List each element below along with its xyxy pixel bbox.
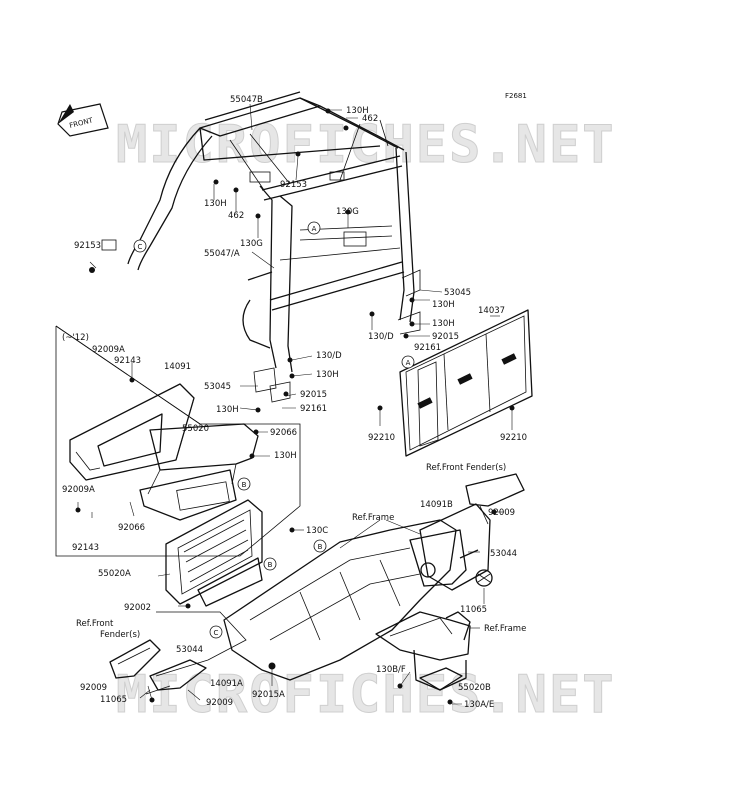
svg-text:B: B	[318, 543, 323, 551]
part-label: 92161	[414, 343, 441, 353]
part-label: 92143	[114, 356, 141, 366]
front-cover-14091	[69, 383, 195, 481]
front-arrow-icon	[57, 103, 109, 137]
part-label: 92153	[280, 180, 307, 190]
part-label: 53045	[204, 382, 231, 392]
part-labels: 55047B 130H 462 92153 130H 462 130G 130G…	[62, 95, 527, 710]
part-label: 92009	[206, 698, 233, 708]
bumper-55020A	[165, 499, 263, 607]
part-label: 130B/F	[376, 665, 406, 675]
callout-c-1: C	[133, 239, 147, 253]
part-label: 92066	[270, 428, 297, 438]
part-label: Ref.Front	[76, 619, 114, 629]
figure-id: F2681	[505, 92, 527, 100]
part-label: 53044	[176, 645, 203, 655]
part-label: 130H	[274, 451, 297, 461]
part-label: 92002	[124, 603, 151, 613]
part-label: 92210	[500, 433, 527, 443]
part-label: 130H	[432, 300, 455, 310]
part-label: 11065	[460, 605, 487, 615]
part-label: 92015A	[252, 690, 285, 700]
part-label: 14091	[164, 362, 191, 372]
frame	[223, 519, 467, 681]
part-label: 14037	[478, 306, 505, 316]
part-label: 55020B	[458, 683, 491, 693]
part-label: 53044	[490, 549, 517, 559]
callout-b-2: B	[313, 539, 327, 553]
part-label: 92015	[432, 332, 459, 342]
part-label: 92009	[80, 683, 107, 693]
part-label: 11065	[100, 695, 127, 705]
part-label: 92009A	[62, 485, 95, 495]
strip-53044-right	[459, 549, 479, 559]
part-label: 92009A	[92, 345, 125, 355]
side-cover-14091B	[419, 473, 525, 591]
part-label: 92009	[488, 508, 515, 518]
part-label: 130/D	[368, 332, 394, 342]
part-label: 462	[362, 114, 378, 124]
bracket-55020B	[375, 611, 471, 691]
grommet-11065	[475, 569, 493, 587]
svg-text:A: A	[312, 225, 317, 233]
part-label: 130H	[316, 370, 339, 380]
callout-b-1: B	[237, 477, 251, 491]
part-label: 130G	[240, 239, 263, 249]
bumper-55020	[139, 423, 259, 521]
part-label: 130G	[336, 207, 359, 217]
svg-text:B: B	[242, 481, 247, 489]
part-label: 55047B	[230, 95, 263, 105]
part-label: 130H	[432, 319, 455, 329]
callout-c-2: C	[209, 625, 223, 639]
part-label: 130H	[346, 106, 369, 116]
part-label: 92015	[300, 390, 327, 400]
part-label: 55020	[182, 424, 209, 434]
detail-box	[55, 325, 301, 557]
svg-text:C: C	[214, 629, 219, 637]
part-label: Ref.Frame	[352, 513, 394, 523]
callout-a-2: A	[401, 355, 415, 369]
part-label: Fender(s)	[100, 630, 140, 640]
part-label: Ref.Front Fender(s)	[426, 463, 506, 473]
svg-text:B: B	[268, 561, 273, 569]
callout-a-1: A	[307, 221, 321, 235]
svg-text:A: A	[406, 359, 411, 367]
part-label: 92161	[300, 404, 327, 414]
part-label: 130/D	[316, 351, 342, 361]
svg-text:C: C	[138, 243, 143, 251]
part-label: 92066	[118, 523, 145, 533]
part-label: 92153	[74, 241, 101, 251]
part-label: Ref.Frame	[484, 624, 526, 634]
part-label: 130H	[204, 199, 227, 209]
part-label: 462	[228, 211, 244, 221]
part-label: 55047/A	[204, 249, 240, 259]
part-label: 55020A	[98, 569, 131, 579]
leader-lines	[77, 103, 513, 705]
part-label: 92143	[72, 543, 99, 553]
hardware-dots	[75, 108, 515, 705]
roll-cage	[101, 91, 421, 403]
watermark-bottom: MICROFICHES.NET	[116, 665, 616, 725]
callout-b-3: B	[263, 557, 277, 571]
part-label: 14091A	[210, 679, 243, 689]
part-label: 130A/E	[464, 700, 494, 710]
part-label: 130H	[216, 405, 239, 415]
part-label: 14091B	[420, 500, 453, 510]
part-label: 130C	[306, 526, 328, 536]
mesh-panel-14037	[399, 309, 533, 457]
watermark-top: MICROFICHES.NET	[116, 115, 616, 175]
detail-box-label: (~'12)	[62, 333, 89, 343]
part-label: 92210	[368, 433, 395, 443]
part-label: 53045	[444, 288, 471, 298]
